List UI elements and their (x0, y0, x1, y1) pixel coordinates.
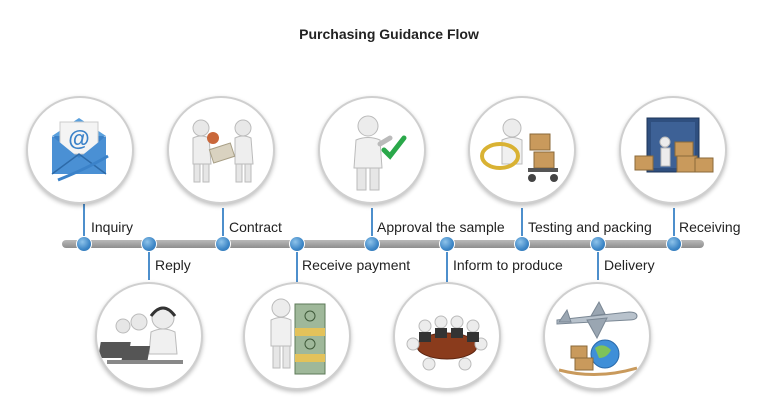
step-label-approval: Approval the sample (377, 219, 505, 235)
stem-receive-payment (296, 252, 298, 282)
stem-contract (222, 208, 224, 236)
step-image-approval (318, 96, 426, 204)
timeline-dot-contract (215, 236, 231, 252)
step-label-receive-payment: Receive payment (302, 257, 411, 273)
checkmark-approval-icon (353, 115, 407, 191)
timeline-dot-delivery (590, 236, 606, 252)
step-label-reply: Reply (155, 257, 191, 273)
stem-testing (521, 208, 523, 236)
timeline-dot-inquiry (76, 236, 92, 252)
step-image-inform (393, 282, 501, 390)
stem-inquiry (83, 204, 85, 236)
step-label-inform: Inform to produce (453, 257, 563, 273)
email-at-icon: @ (51, 118, 109, 182)
svg-text:@: @ (68, 126, 89, 151)
timeline-dot-receive-payment (289, 236, 305, 252)
step-image-contract (167, 96, 275, 204)
step-image-reply (95, 282, 203, 390)
container-boxes-icon (634, 117, 714, 173)
money-stack-icon (270, 298, 326, 375)
airplane-globe-icon (556, 300, 638, 377)
timeline-dot-approval (364, 236, 380, 252)
step-image-delivery (543, 282, 651, 390)
timeline-dot-receiving (666, 236, 682, 252)
stem-approval (371, 208, 373, 236)
timeline-dot-reply (141, 236, 157, 252)
timeline-bar (62, 240, 704, 248)
magnifier-boxes-icon (480, 118, 558, 182)
stem-reply (148, 252, 150, 280)
meeting-table-icon (406, 315, 488, 371)
timeline-dot-testing (514, 236, 530, 252)
step-image-inquiry: @ (26, 96, 134, 204)
call-center-icon (97, 306, 183, 364)
page-title: Purchasing Guidance Flow (299, 26, 479, 42)
step-image-receive-payment (243, 282, 351, 390)
step-image-testing (468, 96, 576, 204)
step-label-receiving: Receiving (679, 219, 741, 235)
step-image-receiving (619, 96, 727, 204)
step-label-contract: Contract (229, 219, 282, 235)
stem-inform (446, 252, 448, 282)
step-label-delivery: Delivery (604, 257, 655, 273)
stem-delivery (597, 252, 599, 280)
timeline-dot-inform (439, 236, 455, 252)
stem-receiving (673, 208, 675, 236)
step-label-testing: Testing and packing (528, 219, 652, 235)
handshake-contract-icon (192, 119, 254, 183)
step-label-inquiry: Inquiry (91, 219, 134, 235)
